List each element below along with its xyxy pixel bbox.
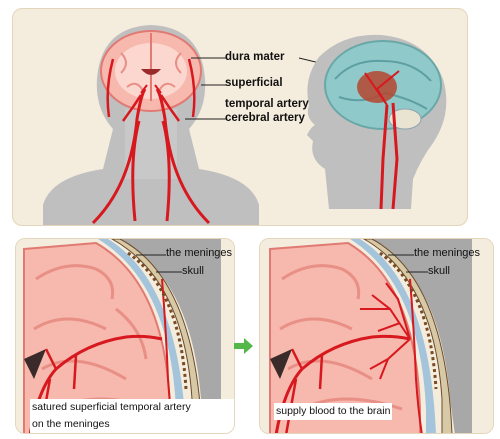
anatomy-overview-panel: dura mater superficial temporal artery c… [12,8,468,226]
label-temporal-artery: temporal artery [225,98,309,110]
label-superficial: superficial [225,77,283,89]
caption-left-line2: on the meninges [32,418,110,430]
label-dura-mater: dura mater [225,51,284,63]
caption-left-line1: satured superficial temporal artery [32,401,191,413]
side-head-figure [307,35,446,209]
caption-right-text: supply blood to the brain [276,405,390,417]
meninges-right-panel: the meninges skull supply blood to the b… [259,238,494,434]
caption-left: satured superficial temporal artery on t… [30,399,235,433]
label-skull-left: skull [182,265,204,277]
label-meninges-right: the meninges [414,247,480,259]
green-arrow-icon [234,338,254,354]
label-cerebral-artery: cerebral artery [225,112,305,124]
meninges-left-panel: the meninges skull satured superficial t… [15,238,235,434]
label-meninges-left: the meninges [166,247,232,259]
label-skull-right: skull [428,265,450,277]
caption-right: supply blood to the brain [274,403,392,420]
